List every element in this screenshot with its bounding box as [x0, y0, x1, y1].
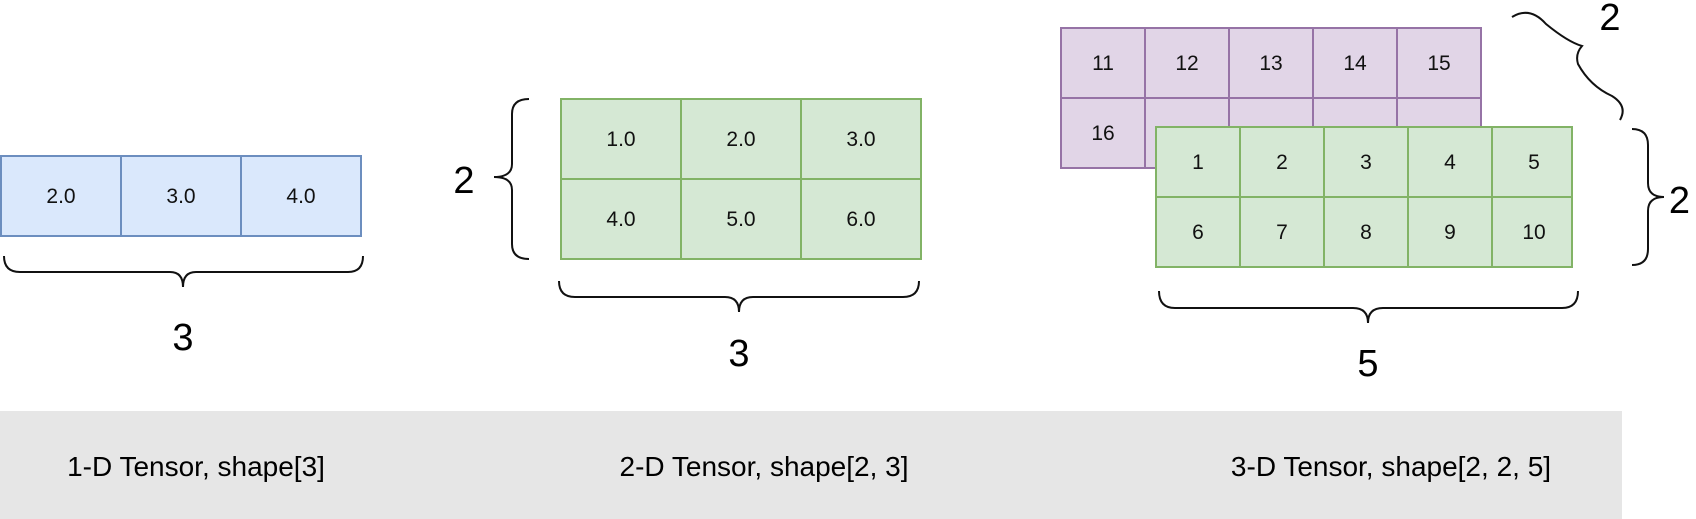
tensor-3d-front-cell-value: 5 [1528, 151, 1540, 174]
tensor-3d-back-cell [1060, 27, 1146, 99]
tensor-3d-front-cell [1155, 196, 1241, 268]
tensor-1d-cells: 2.0 3.0 4.0 [0, 155, 362, 237]
tensor-3d-col-brace [1158, 290, 1579, 324]
tensor-3d-back-cell [1060, 97, 1146, 169]
tensor-3d-back-cell-value: 11 [1092, 52, 1114, 75]
tensor-1d-cell-value: 3.0 [166, 185, 195, 208]
tensor-1d-caption: 1-D Tensor, shape[3] [67, 451, 325, 482]
tensor-3d-back-cell-value: 13 [1259, 52, 1282, 75]
tensor-2d-col-label: 3 [728, 333, 749, 375]
tensor-3d-front-cell-value: 9 [1444, 221, 1456, 244]
tensor-1d-length-brace [3, 255, 364, 288]
tensor-3d-back-cell-value: 14 [1343, 52, 1367, 75]
tensor-2d-cell-value: 5.0 [726, 208, 755, 231]
tensor-2d-cell [680, 178, 802, 260]
tensor-3d-row-brace [1631, 128, 1665, 266]
tensor-3d-front-cell-value: 3 [1360, 151, 1372, 174]
tensor-3d-front-layer: 1 2 3 4 5 6 7 8 9 10 [1155, 126, 1573, 268]
tensor-2d-cell-value: 1.0 [606, 128, 635, 151]
caption-band [0, 411, 1622, 519]
tensor-3d-front-cell-value: 6 [1192, 221, 1204, 244]
tensor-2d-cell-value: 6.0 [846, 208, 875, 231]
tensor-1d-cell-value: 2.0 [46, 185, 75, 208]
tensor-3d-depth-brace [1511, 11, 1624, 121]
tensor-3d-front-cell-value: 7 [1276, 221, 1288, 244]
tensor-3d-col-label: 5 [1357, 343, 1378, 385]
tensor-1d-cell [0, 155, 122, 237]
tensor-3d-caption: 3-D Tensor, shape[2, 2, 5] [1231, 451, 1551, 482]
tensor-2d-cell-value: 3.0 [846, 128, 875, 151]
tensor-3d-back-cell-value: 16 [1091, 122, 1114, 145]
tensor-3d-front-cell-value: 2 [1276, 151, 1288, 174]
tensor-3d-front-cell-value: 8 [1360, 221, 1372, 244]
tensor-3d-front-cell [1239, 196, 1325, 268]
tensor-3d-back-cell-value: 12 [1175, 52, 1198, 75]
tensor-3d-front-cell-value: 4 [1444, 151, 1456, 174]
tensor-1d-cell [240, 155, 362, 237]
tensor-3d-depth-label: 2 [1599, 0, 1620, 39]
tensor-2d-col-brace [558, 280, 920, 313]
tensor-2d-cell [800, 178, 922, 260]
tensor-2d-row-label: 2 [453, 160, 474, 202]
tensor-1d-cell [120, 155, 242, 237]
tensor-1d-length-label: 3 [172, 317, 193, 359]
tensor-3d-back-cell-value: 15 [1427, 52, 1450, 75]
tensor-2d-row-brace [493, 98, 530, 260]
tensor-3d-front-cell-value: 1 [1192, 151, 1204, 174]
tensor-2d-cells: 1.0 2.0 3.0 4.0 5.0 6.0 [560, 98, 922, 260]
tensor-3d-row-label: 2 [1669, 180, 1690, 222]
tensor-3d-front-cell [1155, 126, 1241, 198]
tensor-2d-cell-value: 4.0 [606, 208, 635, 231]
tensor-2d-caption: 2-D Tensor, shape[2, 3] [620, 451, 909, 482]
tensor-3d-front-cell [1407, 196, 1493, 268]
tensor-3d-front-cell [1491, 196, 1573, 268]
tensor-3d-front-cell-value: 10 [1522, 221, 1545, 244]
tensor-2d-cell-value: 2.0 [726, 128, 755, 151]
tensor-3d-front-cell [1491, 126, 1573, 198]
tensor-1d-cell-value: 4.0 [286, 185, 315, 208]
